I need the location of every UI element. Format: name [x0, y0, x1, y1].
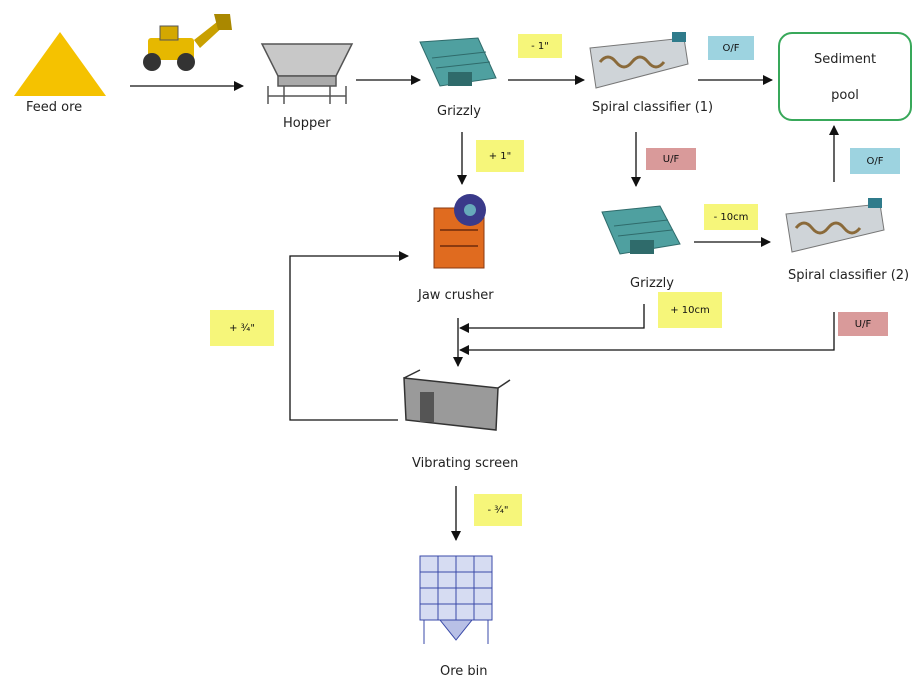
hopper-icon [262, 44, 352, 104]
arrow-vib-recycle-to-jaw [290, 256, 408, 420]
feed-ore-pile-icon [14, 32, 106, 96]
arrow-grizzly-2-to-vib [460, 304, 644, 328]
sediment-pool-label-line1: Sediment [780, 52, 910, 67]
grizzly-2-icon [602, 206, 680, 254]
tag-plus-1in: + 1" [476, 140, 524, 172]
hopper-label: Hopper [283, 116, 331, 131]
grizzly-2-label: Grizzly [630, 276, 674, 291]
tag-plus-three-quarter: + ¾" [210, 310, 274, 346]
ore-bin-label: Ore bin [440, 664, 488, 679]
tag-overflow-1: O/F [708, 36, 754, 60]
ore-bin-icon [420, 556, 492, 644]
vibrating-screen-label: Vibrating screen [412, 456, 518, 471]
jaw-crusher-label: Jaw crusher [418, 288, 494, 303]
feed-ore-label: Feed ore [26, 100, 82, 115]
tag-minus-three-quarter: - ¾" [474, 494, 522, 526]
grizzly-1-label: Grizzly [437, 104, 481, 119]
wheel-loader-icon [143, 14, 232, 71]
tag-underflow-1: U/F [646, 148, 696, 170]
spiral-classifier-1-icon [590, 32, 688, 88]
arrow-spiral-2-to-vib [460, 312, 834, 350]
spiral-classifier-2-label: Spiral classifier (2) [788, 268, 909, 283]
spiral-classifier-1-label: Spiral classifier (1) [592, 100, 713, 115]
tag-underflow-2: U/F [838, 312, 888, 336]
jaw-crusher-icon [434, 194, 486, 268]
grizzly-1-icon [420, 38, 496, 86]
tag-plus-10cm: + 10cm [658, 292, 722, 328]
tag-overflow-2: O/F [850, 148, 900, 174]
tag-minus-10cm: - 10cm [704, 204, 758, 230]
vibrating-screen-icon [404, 370, 510, 430]
spiral-classifier-2-icon [786, 198, 884, 252]
sediment-pool-label-line2: pool [780, 88, 910, 103]
sediment-pool-box: Sediment pool [778, 32, 912, 121]
tag-minus-1in: - 1" [518, 34, 562, 58]
